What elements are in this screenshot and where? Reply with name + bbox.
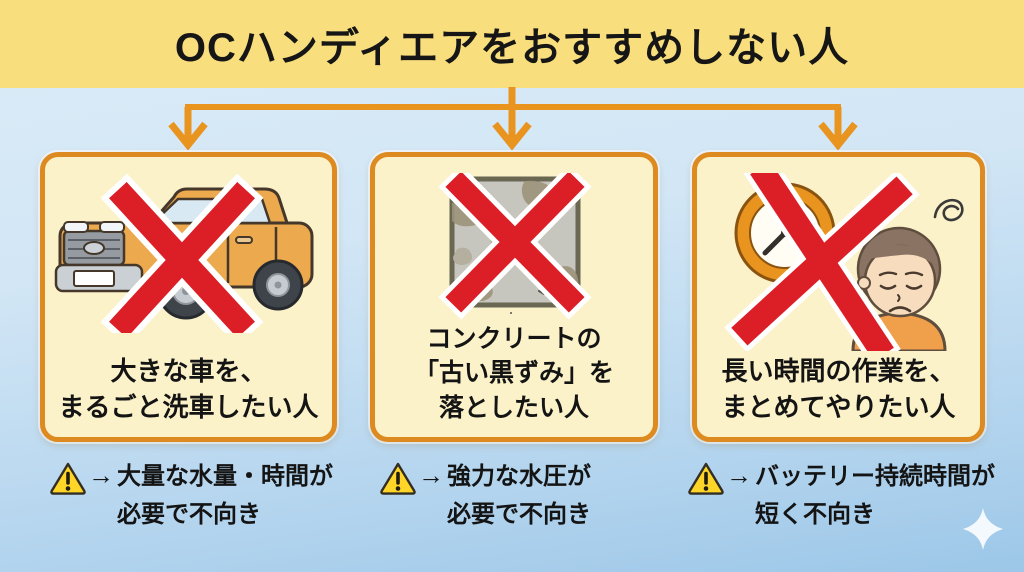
concrete-tile-illustration [375, 173, 653, 341]
red-x-icon [438, 173, 592, 320]
card-caption: コンクリートの 「古い黒ずみ」を 落としたい人 [375, 322, 653, 426]
warning-triangle-icon [50, 462, 86, 495]
warning-triangle-icon [688, 462, 724, 495]
note-line: 必要で不向き [447, 501, 591, 528]
note-arrow: → [418, 460, 444, 490]
car-illustration [45, 173, 332, 341]
tired-person [851, 226, 947, 351]
sparkle-icon [963, 508, 1003, 550]
warning-note-car: → 大量な水量・時間が 必要で不向き [50, 458, 333, 534]
warning-note-text: 強力な水圧が 必要で不向き [447, 458, 591, 534]
note-arrow: → [726, 460, 752, 490]
warning-note-concrete: → 強力な水圧が 必要で不向き [380, 458, 591, 534]
card-caption-line: 長い時間の作業を、 [721, 356, 956, 387]
page-title: OCハンディエアをおすすめしない人 [174, 26, 850, 70]
dizzy-squiggle-icon [933, 198, 964, 222]
note-arrow: → [88, 460, 114, 490]
note-line: バッテリー持続時間が [755, 463, 995, 490]
note-line: 大量な水量・時間が [117, 463, 333, 490]
card-caption-line: 落としたい人 [438, 393, 589, 422]
clock-and-tired-person-illustration [697, 173, 980, 351]
warning-note-battery: → バッテリー持続時間が 短く不向き [688, 458, 995, 534]
warning-triangle-icon [380, 462, 416, 495]
card-caption-line: 大きな車を、 [110, 356, 267, 387]
warning-note-text: バッテリー持続時間が 短く不向き [755, 458, 995, 534]
note-line: 強力な水圧が [447, 463, 591, 490]
card-caption-line: まるごと洗車したい人 [58, 391, 319, 422]
note-line: 短く不向き [755, 501, 875, 528]
red-x-icon [100, 173, 264, 333]
card-large-car-wash: 大きな車を、 まるごと洗車したい人 [40, 152, 337, 442]
branching-arrow-connector [168, 87, 858, 151]
card-caption: 大きな車を、 まるごと洗車したい人 [45, 354, 332, 425]
card-caption: 長い時間の作業を、 まとめてやりたい人 [697, 354, 980, 425]
warning-note-text: 大量な水量・時間が 必要で不向き [117, 458, 333, 534]
card-long-duration-work: 長い時間の作業を、 まとめてやりたい人 [692, 152, 985, 442]
card-caption-line: まとめてやりたい人 [721, 391, 956, 422]
card-caption-line: コンクリートの [426, 324, 602, 353]
card-concrete-stain: コンクリートの 「古い黒ずみ」を 落としたい人 [370, 152, 658, 442]
header-banner: OCハンディエアをおすすめしない人 [0, 0, 1024, 88]
note-line: 必要で不向き [117, 501, 261, 528]
red-x-icon [724, 173, 920, 351]
card-caption-line: 「古い黒ずみ」を [413, 359, 614, 387]
